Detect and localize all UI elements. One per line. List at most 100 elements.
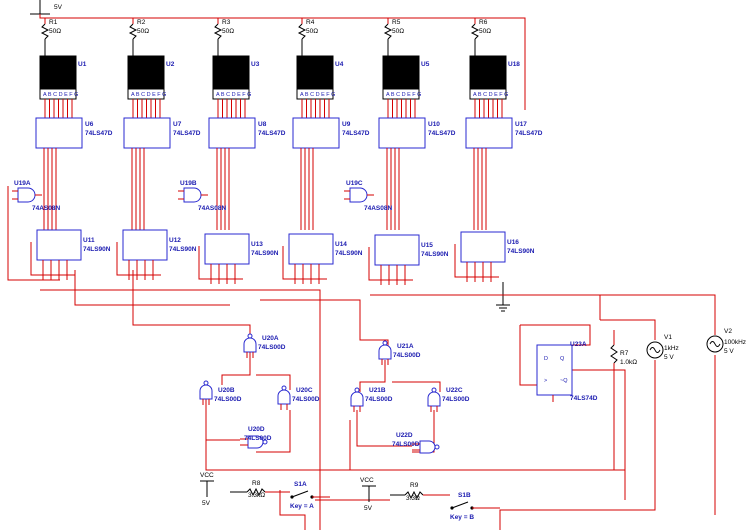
nand-gate-part: 74LS00D	[244, 435, 272, 442]
decoder-ref: U9	[342, 121, 351, 128]
resistor-symbol	[383, 23, 393, 40]
resistor-symbol	[213, 23, 223, 40]
decoder-part: 74LS47D	[515, 130, 543, 137]
resistor-val: 50Ω	[49, 28, 61, 35]
nand-gate-group: U20A 74LS00D U20B 74LS00D U20C74LS00DU20D74L…	[199, 333, 470, 454]
nand-gate-ref: U22D	[396, 432, 413, 439]
resistor-symbol	[128, 23, 138, 40]
nand-gate-ref: U20B	[218, 387, 235, 394]
s1a-key: Key = A	[290, 503, 314, 510]
resistor-ref: R4	[306, 19, 315, 26]
display-pin-labels: A B C D E F G	[300, 92, 335, 98]
decoder-ref: U10	[428, 121, 440, 128]
display-pin-labels: A B C D E F G	[386, 92, 421, 98]
v2-ref: V2	[724, 328, 732, 335]
display-ref: U5	[421, 61, 430, 68]
v2-amp: 5 V	[724, 348, 734, 355]
counter-part: 74LS90N	[251, 250, 279, 257]
v2-freq: 100kHz	[724, 339, 746, 346]
nand-gate-part: 74LS00D	[365, 396, 393, 403]
display-pin-labels: A B C D E F G	[216, 92, 251, 98]
seven-seg-display	[127, 55, 165, 91]
seven-seg-display	[382, 55, 420, 91]
display-pin-labels: A B C D E F G	[473, 92, 508, 98]
and-gate-ref: U19A	[14, 180, 31, 187]
resistor-ref: R5	[392, 19, 401, 26]
counter-ref: U15	[421, 242, 433, 249]
counter-ref: U13	[251, 241, 263, 248]
and-gate-part: 74AS08N	[32, 205, 60, 212]
nand-gate-ref: U20A	[262, 335, 279, 342]
counter-part: 74LS90N	[335, 250, 363, 257]
resistor-ref: R2	[137, 19, 146, 26]
decoder-part: 74LS47D	[258, 130, 286, 137]
decoder-chip	[123, 117, 171, 149]
counter-ref: U12	[169, 237, 181, 244]
r8-ref: R8	[252, 480, 261, 487]
vcc2-val: 5V	[364, 505, 373, 512]
source-v1: V1 1kHz 5 V	[646, 334, 679, 361]
s1b-ref: S1B	[458, 492, 471, 499]
resistor-val: 50Ω	[479, 28, 491, 35]
counter-ref: U11	[83, 237, 95, 244]
decoder-chip	[465, 117, 513, 149]
switch-circuit-b: VCC 5V R9 3.3Ω S1B Key = B	[360, 477, 500, 521]
display-ref: U1	[78, 61, 87, 68]
nand-gate-part: 74LS00D	[214, 396, 242, 403]
decoder-part: 74LS47D	[342, 130, 370, 137]
counter-part: 74LS90N	[421, 251, 449, 258]
counter-group: U1174LS90NU1274LS90NU1374LS90NU1474LS90N…	[30, 229, 535, 285]
display-ref: U2	[166, 61, 175, 68]
and-gate-ref: U19B	[180, 180, 197, 187]
nand-gate-ref: U22C	[446, 387, 463, 394]
seven-seg-display	[469, 55, 507, 91]
resistor-symbol	[40, 23, 50, 40]
vcc1-label: VCC	[200, 472, 214, 479]
nand-gate-part: 74LS00D	[258, 344, 286, 351]
nand-gate-ref: U21A	[397, 343, 414, 350]
display-ref: U4	[335, 61, 344, 68]
vcc-top-label: 5V	[54, 4, 63, 11]
and-gate-part: 74AS08N	[198, 205, 226, 212]
resistor-symbol	[297, 23, 307, 40]
seven-seg-display	[296, 55, 334, 91]
nand-gate-part: 74LS00D	[393, 352, 421, 359]
nand-gate-u20b: U20B 74LS00D	[199, 380, 242, 405]
r8-val: 3.3kΩ	[248, 492, 265, 499]
v1-freq: 1kHz	[664, 345, 679, 352]
and-gate-part: 74AS08N	[364, 205, 392, 212]
s1a-ref: S1A	[294, 481, 307, 488]
and-gate-u19b: U19B 74AS08N	[178, 180, 226, 212]
decoder-chip	[35, 117, 83, 149]
vcc1-val: 5V	[202, 500, 211, 507]
svg-text:~Q: ~Q	[560, 378, 568, 384]
svg-text:>: >	[544, 378, 547, 384]
resistor-val: 50Ω	[392, 28, 404, 35]
decoder-part: 74LS47D	[173, 130, 201, 137]
resistor-ref: R1	[49, 19, 58, 26]
svg-text:D: D	[544, 356, 548, 362]
nand-gate-part: 74LS00D	[442, 396, 470, 403]
svg-text:Q: Q	[560, 356, 565, 362]
u23a-part: 74LS74D	[570, 395, 598, 402]
counter-ref: U14	[335, 241, 347, 248]
display-ref: U3	[251, 61, 260, 68]
display-ref: U18	[508, 61, 520, 68]
source-v2: V2 100kHz 5 V	[706, 328, 746, 355]
counter-part: 74LS90N	[507, 248, 535, 255]
decoder-chip	[292, 117, 340, 149]
nand-gate-u20a: U20A 74LS00D	[243, 333, 286, 358]
r9-val: 3.3Ω	[406, 495, 420, 502]
switch-circuit-a: VCC 5V R8 3.3kΩ S1A Key = A	[200, 472, 330, 510]
display-pin-labels: A B C D E F G	[131, 92, 166, 98]
nand-gate-part: 74LS00D	[392, 441, 420, 448]
